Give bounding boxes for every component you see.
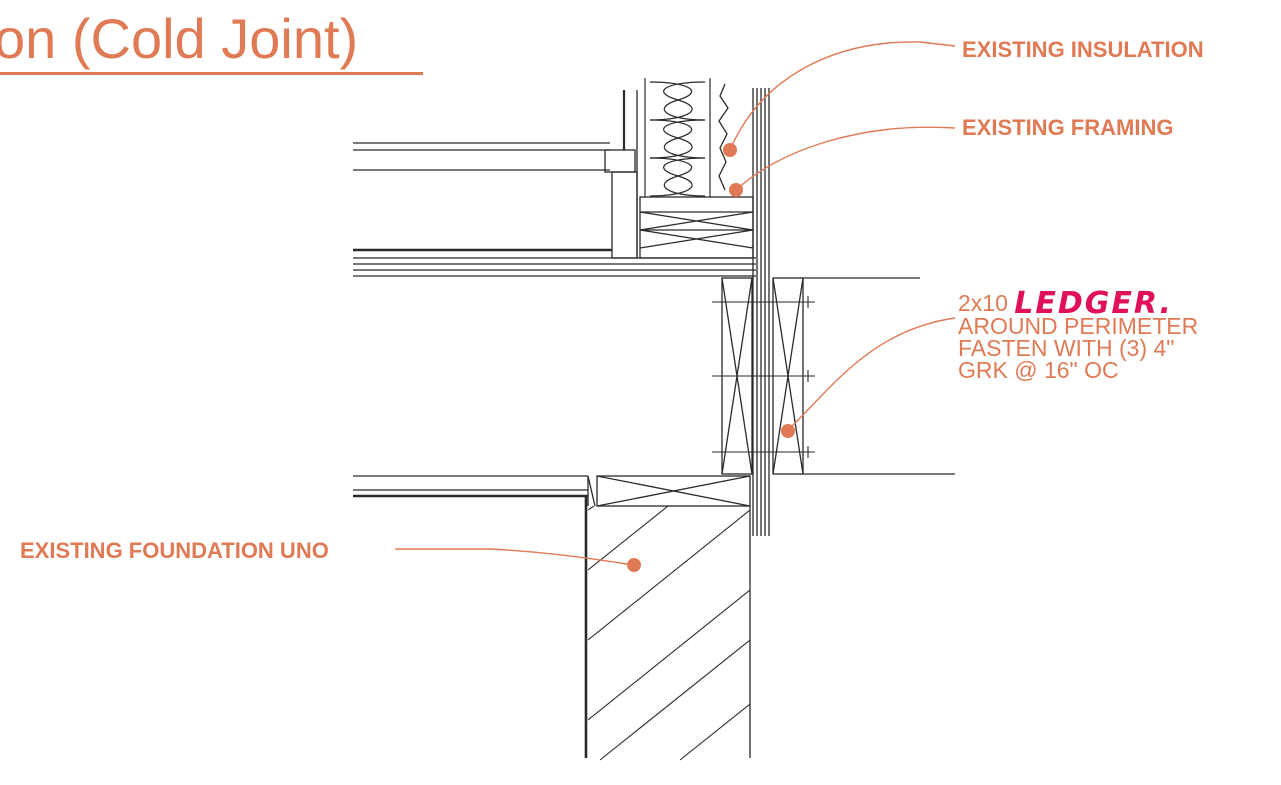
sill-plate (596, 475, 751, 507)
label-existing-framing: EXISTING FRAMING (962, 115, 1174, 140)
title-underline (0, 72, 423, 75)
leader-dots (627, 143, 795, 572)
ledger-callout-line3: FASTEN WITH (3) 4" (958, 335, 1175, 361)
lower-floor-assembly (353, 475, 596, 507)
upper-floor-assembly (353, 142, 756, 277)
trim-pieces (604, 90, 638, 259)
ledger-callout: 2x10 LEDGER. AROUND PERIMETER FASTEN WIT… (958, 289, 1199, 383)
ledger-size: 2x10 (958, 290, 1008, 316)
label-existing-insulation: EXISTING INSULATION (962, 37, 1204, 62)
label-existing-foundation: EXISTING FOUNDATION UNO (20, 538, 329, 563)
ledger-callout-line4: GRK @ 16" OC (958, 357, 1119, 383)
fasteners (712, 296, 815, 458)
handwritten-ledger: LEDGER. (1014, 286, 1173, 321)
upper-blocking (639, 196, 754, 259)
drawing-title: on (Cold Joint) (0, 7, 359, 70)
foundation-wall (584, 496, 751, 761)
ledger-callout-line2: AROUND PERIMETER (958, 313, 1199, 339)
wall-sheathing (752, 88, 770, 536)
ledger-callout-line1: 2x10 LEDGER. (958, 289, 1198, 319)
break-line (718, 83, 729, 191)
insulation-batt (644, 78, 711, 197)
leader-lines (395, 41, 956, 566)
